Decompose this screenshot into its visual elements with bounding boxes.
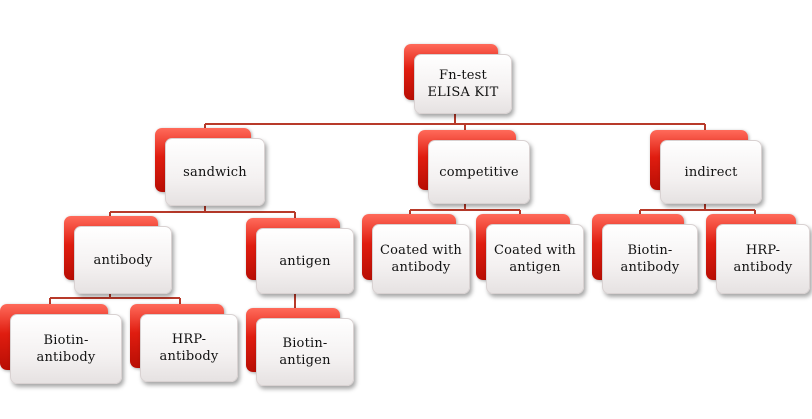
node-sandwich: sandwich xyxy=(155,128,265,206)
node-indirect: indirect xyxy=(650,130,762,204)
node-competitive: competitive xyxy=(418,130,530,204)
node-competitive-label: competitive xyxy=(428,140,530,204)
node-antibody-hrp-antibody: HRP- antibody xyxy=(130,304,238,382)
node-indirect-hrp-antibody: HRP- antibody xyxy=(706,214,810,294)
node-indirect-hrp-antibody-label: HRP- antibody xyxy=(716,224,810,294)
node-indirect-biotin-antibody-label: Biotin- antibody xyxy=(602,224,698,294)
connector-indirect xyxy=(639,202,756,220)
node-antigen-biotin-antigen: Biotin- antigen xyxy=(246,308,354,386)
node-indirect-biotin-antibody: Biotin- antibody xyxy=(592,214,698,294)
node-sandwich-label: sandwich xyxy=(165,138,265,206)
node-sandwich-antigen: antigen xyxy=(246,218,354,294)
node-root-label: Fn-test ELISA KIT xyxy=(414,54,512,114)
node-root: Fn-test ELISA KIT xyxy=(404,44,512,114)
node-coated-with-antigen-label: Coated with antigen xyxy=(486,224,584,294)
connector-competitive xyxy=(409,202,521,220)
node-antibody-hrp-antibody-label: HRP- antibody xyxy=(140,314,238,382)
node-antigen-biotin-antigen-label: Biotin- antigen xyxy=(256,318,354,386)
node-antibody-biotin-antibody-label: Biotin-antibody xyxy=(10,314,122,384)
node-sandwich-antibody: antibody xyxy=(64,216,172,294)
node-sandwich-antigen-label: antigen xyxy=(256,228,354,294)
node-coated-with-antibody-label: Coated with antibody xyxy=(372,224,470,294)
node-antibody-biotin-antibody: Biotin-antibody xyxy=(0,304,122,384)
node-coated-with-antigen: Coated with antigen xyxy=(476,214,584,294)
node-sandwich-antibody-label: antibody xyxy=(74,226,172,294)
node-coated-with-antibody: Coated with antibody xyxy=(362,214,470,294)
node-indirect-label: indirect xyxy=(660,140,762,204)
connector-antibody xyxy=(49,292,181,310)
connector-sandwich xyxy=(109,204,296,222)
